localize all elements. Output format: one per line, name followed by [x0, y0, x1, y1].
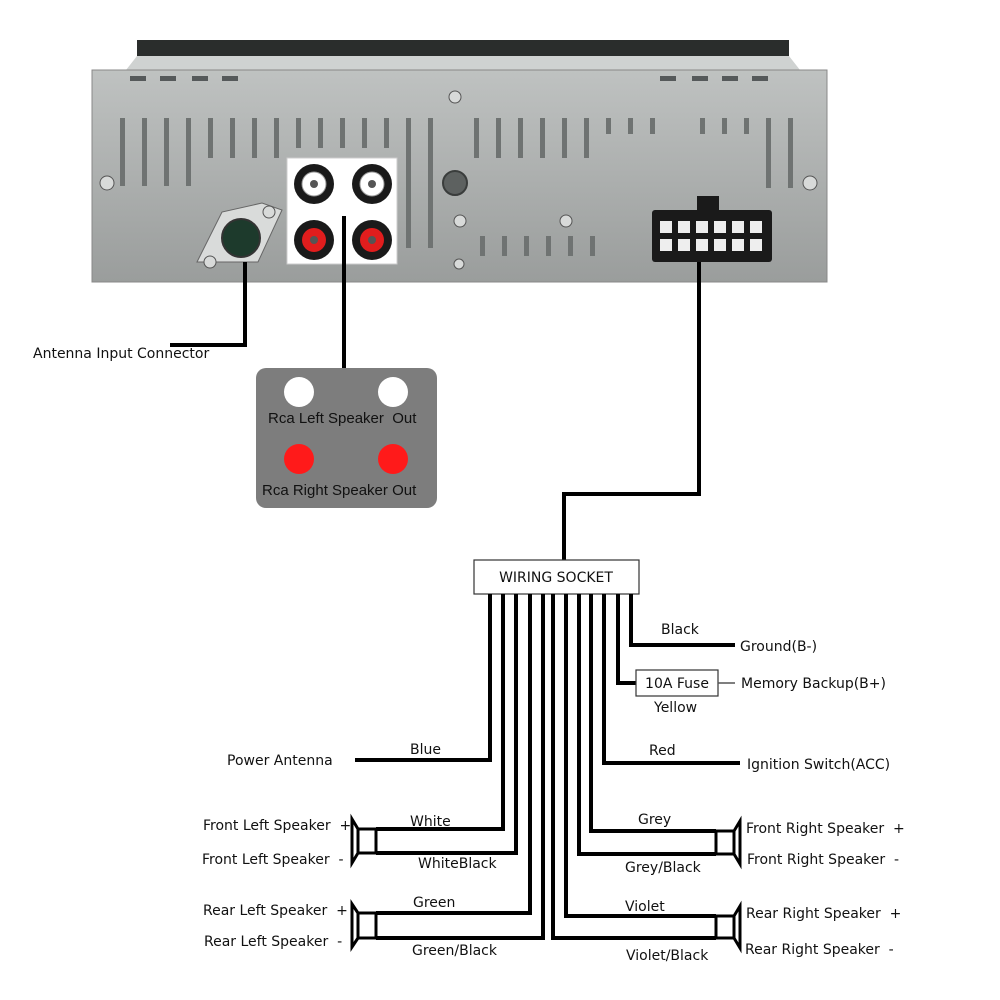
wire-color-red-label: Red	[649, 743, 676, 759]
antenna-socket	[196, 202, 283, 269]
wire-greyblack-fr-neg	[577, 594, 716, 856]
antenna-jack-icon	[221, 218, 261, 258]
antenna-input-label: Antenna Input Connector	[33, 346, 209, 362]
wire-grey-fr-pos	[589, 594, 716, 833]
antenna-leader-line	[170, 262, 247, 347]
wire-blue-antenna	[355, 594, 492, 762]
speaker-front-right-icon	[714, 815, 742, 870]
screw-icon	[448, 90, 462, 104]
wire-color-violetblack-label: Violet/Black	[626, 948, 709, 964]
rca-right-dot-red	[378, 444, 408, 474]
rca-info-box: Rca Left Speaker Out Rca Right Speaker O…	[256, 368, 437, 508]
wire-black-ground	[629, 594, 735, 647]
wire-color-whiteblack-label: WhiteBlack	[418, 856, 497, 872]
screw-icon	[453, 214, 467, 228]
wire-color-green-label: Green	[413, 895, 455, 911]
screw-icon	[802, 175, 818, 191]
front-right-neg-label: Front Right Speaker -	[747, 852, 899, 868]
screw-icon	[453, 258, 465, 270]
iso-connector-key	[697, 196, 719, 212]
power-antenna-function-label: Power Antenna	[227, 753, 333, 769]
wire-color-greyblack-label: Grey/Black	[625, 860, 702, 876]
head-unit-top-edge	[137, 40, 789, 56]
rca-right-dot-white	[378, 377, 408, 407]
head-unit-top-vents	[130, 76, 768, 81]
wire-color-violet-label: Violet	[625, 899, 665, 915]
fuse-box	[635, 669, 719, 697]
wire-greenblack-rl-neg	[376, 594, 545, 940]
rear-left-pos-label: Rear Left Speaker +	[203, 903, 348, 919]
front-left-pos-label: Front Left Speaker +	[203, 818, 351, 834]
head-unit-side-vents	[120, 118, 793, 256]
wire-green-rl-pos	[376, 594, 532, 915]
rear-right-pos-label: Rear Right Speaker +	[746, 906, 901, 922]
iso-connector	[652, 196, 772, 262]
rear-right-neg-label: Rear Right Speaker -	[745, 942, 894, 958]
harness-main-line	[562, 262, 701, 562]
screw-icon	[99, 175, 115, 191]
rca-left-dot-red	[284, 444, 314, 474]
wire-color-black-label: Black	[661, 622, 700, 638]
wire-red-ignition	[602, 594, 740, 765]
ground-post-icon	[442, 170, 468, 196]
head-unit	[91, 40, 828, 283]
wire-color-greenblack-label: Green/Black	[412, 943, 498, 959]
rca-right-speaker-out-label: Rca Right Speaker Out	[262, 482, 417, 499]
wire-color-blue-label: Blue	[410, 742, 441, 758]
rca-jack-right-red	[352, 220, 392, 260]
front-left-neg-label: Front Left Speaker -	[202, 852, 344, 868]
wire-color-yellow-label: Yellow	[653, 700, 697, 716]
iso-connector-body	[652, 210, 772, 262]
ignition-function-label: Ignition Switch(ACC)	[747, 757, 890, 773]
rca-jack-left-white	[294, 164, 334, 204]
wiring-socket-label: WIRING SOCKET	[499, 570, 613, 586]
wire-color-grey-label: Grey	[638, 812, 671, 828]
wiring-socket: WIRING SOCKET	[473, 559, 640, 595]
wire-violetblack-rr-neg	[551, 594, 716, 940]
front-right-pos-label: Front Right Speaker +	[746, 821, 905, 837]
memory-backup-function-label: Memory Backup(B+)	[741, 676, 886, 692]
wire-whiteblack-fl-neg	[376, 594, 518, 855]
speaker-rear-left-icon	[350, 899, 378, 952]
rca-jack-left-red	[294, 220, 334, 260]
wire-violet-rr-pos	[564, 594, 716, 918]
ground-function-label: Ground(B-)	[740, 639, 817, 655]
rear-left-neg-label: Rear Left Speaker -	[204, 934, 342, 950]
wire-white-fl-pos	[376, 594, 505, 831]
screw-icon	[559, 214, 573, 228]
harness-wires	[355, 594, 740, 940]
iso-connector-pins	[660, 221, 762, 251]
speaker-front-left-icon	[350, 813, 378, 869]
screw-icon	[203, 255, 217, 269]
speaker-rear-right-icon	[714, 900, 742, 954]
wire-color-white-label: White	[410, 814, 451, 830]
rca-jack-right-white	[352, 164, 392, 204]
wiring-socket-box	[473, 559, 640, 595]
fuse-label: 10A Fuse	[645, 676, 709, 692]
rca-left-dot-white	[284, 377, 314, 407]
rca-left-speaker-out-label: Rca Left Speaker Out	[268, 410, 417, 427]
head-unit-top-plate	[126, 56, 800, 70]
screw-icon	[262, 205, 276, 219]
wire-yellow-memory	[616, 594, 636, 685]
fuse: 10A Fuse	[635, 669, 719, 697]
